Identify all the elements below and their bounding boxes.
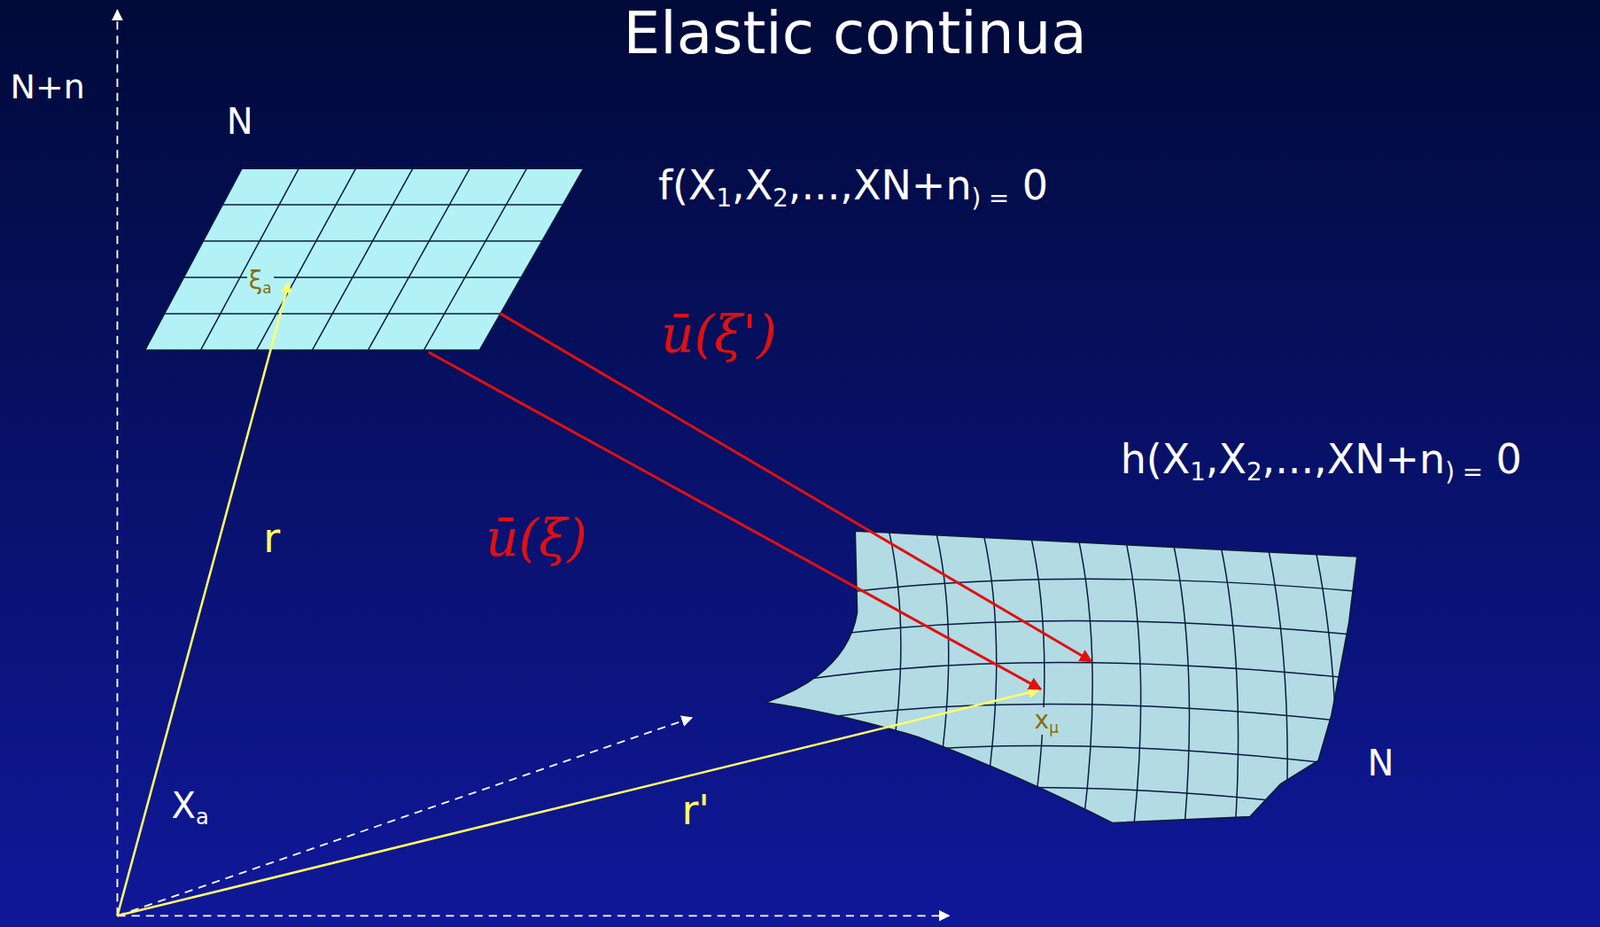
vector-label: r' (681, 787, 710, 833)
axis-label: Xa (171, 785, 210, 825)
dimension-label: N (1366, 743, 1394, 783)
grid-line (367, 168, 470, 350)
grid-curve (1122, 525, 1142, 837)
displacement-arrows (428, 313, 1093, 690)
grid-line (202, 240, 543, 241)
grid-curve (775, 745, 1367, 769)
grid-line (222, 203, 563, 205)
point-label: xμ (1033, 706, 1061, 735)
grid-curve (775, 828, 1367, 855)
grid-line (423, 168, 527, 350)
grid-line (163, 312, 500, 314)
grid-curve (1075, 525, 1093, 837)
grid-curve (877, 525, 901, 837)
grid-curve (1310, 525, 1337, 837)
grid-line (256, 168, 356, 350)
grid-line (183, 276, 521, 278)
axes (116, 10, 949, 917)
grid-curve (1169, 525, 1190, 837)
position-vectors (116, 282, 1039, 916)
surface-equation: f(X1,X2,...,XN+n) = 0 (658, 163, 1049, 209)
point-label: ξa (247, 267, 274, 296)
surface-equation: h(X1,X2,...,XN+n) = 0 (1120, 436, 1523, 482)
curved-grid (775, 525, 1367, 855)
vector-label: r (263, 515, 280, 561)
dimension-label: N (226, 101, 254, 141)
grid-curve (775, 662, 1367, 684)
displacement-label: ū(ξ') (660, 306, 777, 364)
axis-label: N+n (10, 69, 86, 107)
grid-curve (1263, 525, 1288, 837)
displacement-label: ū(ξ) (485, 510, 588, 567)
curved-sheet (765, 530, 1358, 823)
grid-curve (979, 525, 997, 837)
grid-curve (775, 621, 1367, 644)
grid-line (201, 168, 300, 350)
grid-curve (1028, 525, 1045, 837)
grid-curve (775, 786, 1367, 811)
flat-grid (163, 168, 563, 350)
grid-curve (775, 704, 1367, 725)
slide-title: Elastic continua (623, 1, 1088, 67)
grid-line (311, 168, 412, 350)
grid-curve (1216, 525, 1239, 837)
